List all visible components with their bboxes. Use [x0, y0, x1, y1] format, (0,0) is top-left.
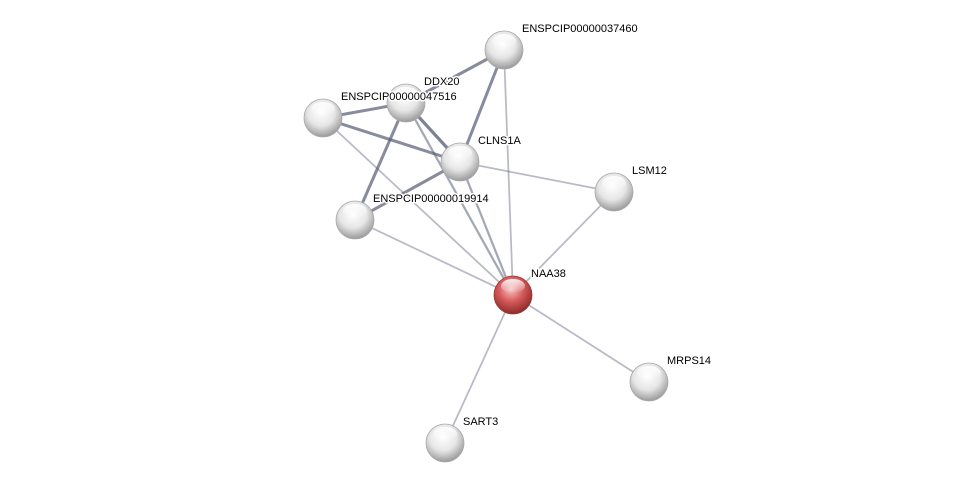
node-clns1a[interactable]: CLNS1A [440, 134, 523, 182]
edge-enspcip00000037460-naa38[interactable] [503, 49, 514, 296]
node-label: CLNS1A [478, 135, 521, 147]
node-highlight [637, 366, 661, 380]
node-highlight [602, 176, 626, 190]
node-highlight [433, 427, 457, 441]
node-label: LSM12 [632, 165, 667, 177]
node-lsm12[interactable]: LSM12 [594, 164, 668, 212]
node-highlight [343, 204, 367, 218]
node-enspcip00000019914[interactable]: ENSPCIP00000019914 [335, 192, 490, 240]
node-mrps14[interactable]: MRPS14 [629, 354, 713, 402]
node-label: SART3 [463, 416, 498, 428]
edge-naa38-mrps14[interactable] [512, 294, 650, 383]
edge-clns1a-enspcip00000019914[interactable] [354, 160, 461, 222]
node-label: ENSPCIP00000019914 [373, 193, 489, 205]
edge-clns1a-naa38[interactable] [458, 161, 515, 296]
node-highlight [394, 87, 418, 101]
node-sart3[interactable]: SART3 [425, 415, 500, 463]
node-highlight [492, 34, 516, 48]
node-label: ENSPCIP00000047516 [341, 91, 457, 103]
edge-naa38-sart3[interactable] [444, 294, 514, 444]
edge-clns1a-lsm12[interactable] [459, 161, 615, 193]
edge-ddx20-enspcip00000019914[interactable] [353, 102, 408, 221]
edge-ddx20-naa38[interactable] [405, 102, 514, 296]
node-label: NAA38 [531, 268, 566, 280]
node-naa38[interactable]: NAA38 [493, 267, 567, 315]
node-highlight [448, 146, 472, 160]
node-highlight [311, 102, 335, 116]
node-label: MRPS14 [667, 355, 711, 367]
node-enspcip00000037460[interactable]: ENSPCIP00000037460 [484, 22, 639, 70]
node-enspcip00000047516[interactable]: ENSPCIP00000047516 [303, 90, 458, 138]
node-label: ENSPCIP00000037460 [522, 23, 638, 35]
edge-enspcip00000019914-naa38[interactable] [354, 219, 514, 296]
node-label: DDX20 [424, 76, 459, 88]
edge-lsm12-naa38[interactable] [512, 191, 615, 296]
edge-enspcip00000037460-clns1a[interactable] [458, 49, 506, 163]
node-highlight [501, 279, 525, 293]
edge-enspcip00000047516-naa38[interactable] [322, 117, 514, 296]
node-ddx20[interactable]: DDX20 [386, 75, 461, 123]
